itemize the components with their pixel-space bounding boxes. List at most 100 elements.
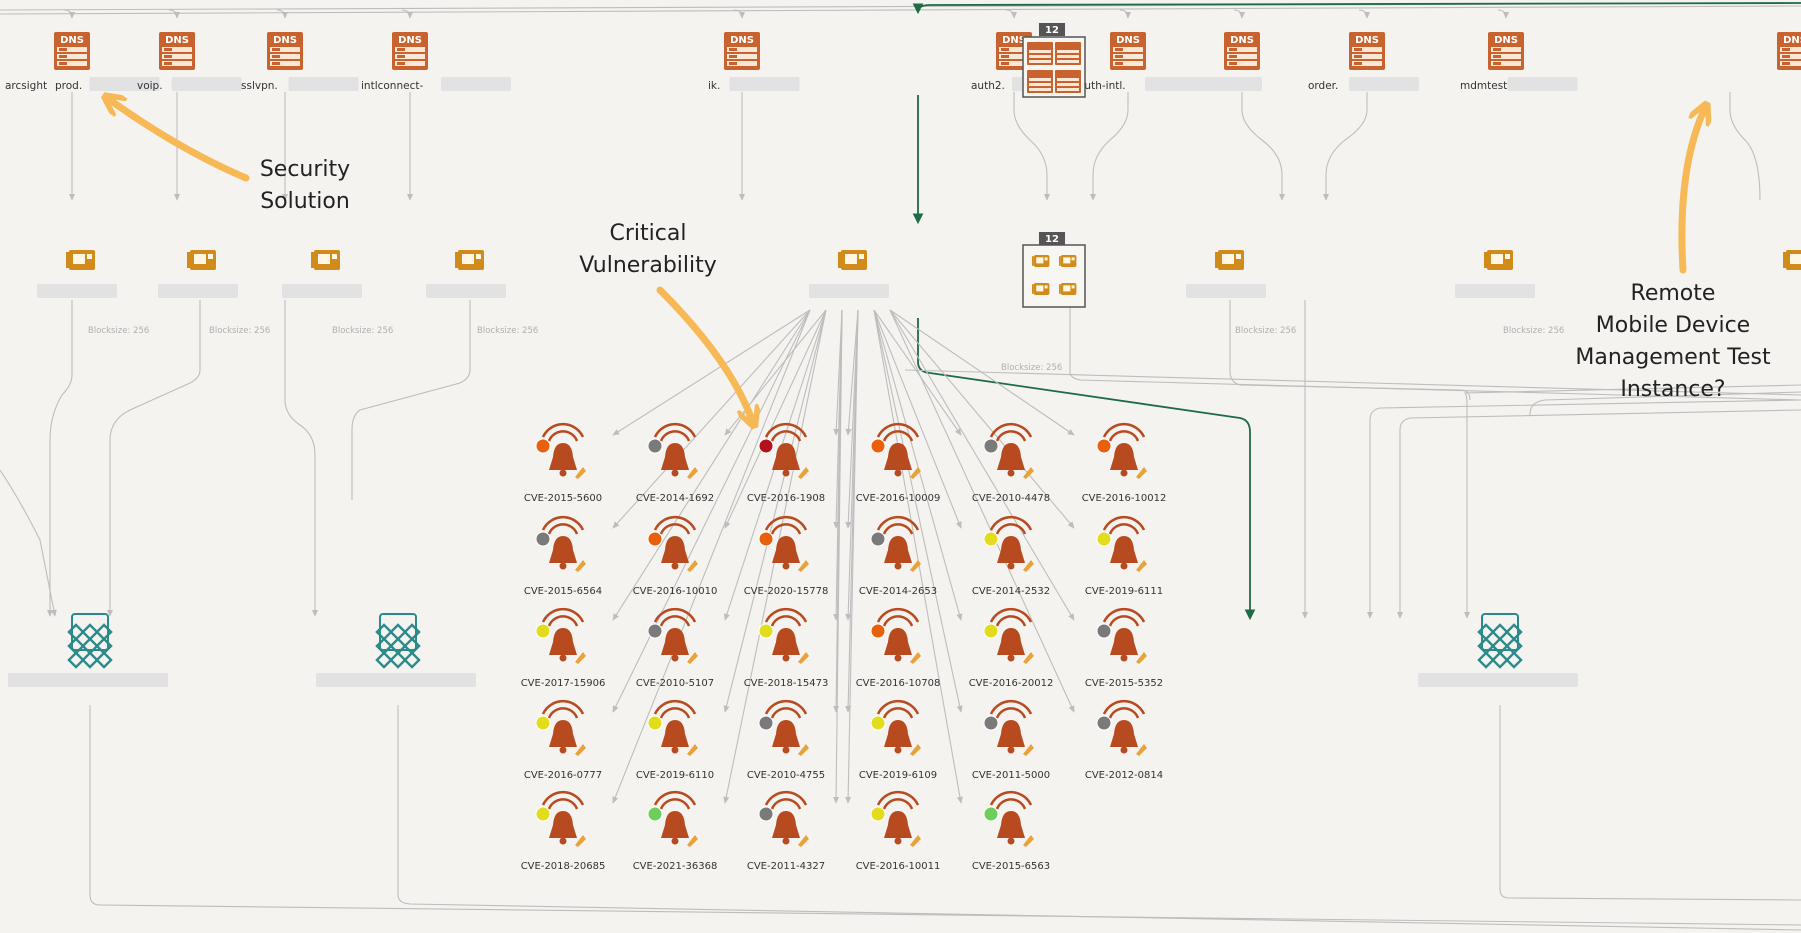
pin-icon xyxy=(798,560,809,572)
server-slot xyxy=(1057,78,1079,81)
vulnerability-node[interactable]: CVE-2016-10012 xyxy=(1082,422,1167,504)
dns-node[interactable]: DNS xyxy=(1192,32,1262,91)
severity-dot xyxy=(647,623,663,639)
nic-node[interactable] xyxy=(426,250,506,298)
annotation-arrow xyxy=(110,100,250,182)
signal-wave xyxy=(764,422,808,438)
signal-wave xyxy=(547,798,579,810)
vulnerability-node[interactable]: CVE-2015-5352 xyxy=(1085,607,1163,689)
pin-icon xyxy=(1023,652,1034,664)
dns-icon-text: DNS xyxy=(398,35,422,46)
vulnerability-node[interactable]: CVE-2010-5107 xyxy=(636,607,714,689)
cve-label: CVE-2010-4755 xyxy=(747,770,825,781)
vulnerability-node[interactable]: CVE-2021-36368 xyxy=(633,790,718,872)
bell-icon xyxy=(884,443,912,470)
vulnerability-node[interactable]: CVE-2017-15906 xyxy=(521,607,606,689)
bell-icon xyxy=(997,720,1025,747)
nic-network-edge xyxy=(904,369,1801,396)
bell-clapper xyxy=(1007,562,1015,570)
network-node[interactable] xyxy=(1418,613,1578,687)
vulnerability-node[interactable]: CVE-2010-4755 xyxy=(747,699,825,781)
network-node[interactable] xyxy=(316,613,476,687)
vulnerability-node[interactable]: CVE-2016-10708 xyxy=(856,607,941,689)
bell-icon xyxy=(884,720,912,747)
server-slot xyxy=(270,47,300,52)
vulnerability-node[interactable]: CVE-2019-6110 xyxy=(636,699,714,781)
dns-node[interactable]: DNS xyxy=(1777,32,1801,70)
vulnerability-node[interactable]: CVE-2015-6563 xyxy=(972,790,1050,872)
annotation-line: Solution xyxy=(260,189,350,214)
vulnerability-node[interactable]: CVE-2019-6109 xyxy=(859,699,937,781)
nic-node[interactable] xyxy=(809,250,889,298)
network-cell xyxy=(403,651,421,669)
server-slot xyxy=(57,61,87,66)
nic-node[interactable] xyxy=(282,250,362,298)
vulnerability-node[interactable]: CVE-2019-6111 xyxy=(1085,515,1163,597)
vulnerability-node[interactable]: CVE-2014-2653 xyxy=(859,515,937,597)
server-led xyxy=(164,55,172,58)
bus-drop-edge xyxy=(1233,9,1246,19)
dns-node-label: mdmtest xyxy=(1460,80,1507,92)
nic-node[interactable] xyxy=(1455,250,1535,298)
nic-node[interactable] xyxy=(158,250,238,298)
vulnerability-node[interactable]: CVE-2018-20685 xyxy=(521,790,606,872)
bell-clapper xyxy=(1120,469,1128,477)
nic-node[interactable] xyxy=(37,250,117,298)
network-cell xyxy=(1505,651,1523,669)
network-icon xyxy=(67,613,113,669)
signal-wave xyxy=(882,615,914,627)
vulnerability-node[interactable]: CVE-2012-0814 xyxy=(1085,699,1163,781)
server-slot xyxy=(162,61,192,66)
vulnerability-node[interactable]: CVE-2016-20012 xyxy=(969,607,1054,689)
vulnerability-node[interactable]: CVE-2016-10009 xyxy=(856,422,941,504)
network-node[interactable] xyxy=(8,613,168,687)
group-badge xyxy=(1039,23,1065,36)
dns-icon-text: DNS xyxy=(1116,35,1140,46)
vulnerability-node[interactable]: CVE-2015-6564 xyxy=(524,515,602,597)
vulnerability-node[interactable]: CVE-2018-15473 xyxy=(744,607,829,689)
server-slot xyxy=(1227,61,1257,66)
pin-icon xyxy=(1136,744,1147,756)
pin-icon xyxy=(1136,467,1147,479)
vulnerability-node[interactable]: CVE-2015-5600 xyxy=(524,422,602,504)
bus-drop-edge xyxy=(1497,9,1510,19)
nic-node[interactable] xyxy=(1186,250,1266,298)
vulnerability-node[interactable]: CVE-2016-10010 xyxy=(633,515,718,597)
signal-wave xyxy=(659,707,691,719)
network-cell xyxy=(1477,651,1495,669)
vulnerability-node[interactable]: CVE-2011-4327 xyxy=(747,790,825,872)
vulnerability-node[interactable]: CVE-2016-0777 xyxy=(524,699,602,781)
vulnerability-node[interactable]: CVE-2014-2532 xyxy=(972,515,1050,597)
dns-group-node[interactable]: 12 xyxy=(1022,23,1086,98)
top-bus-edge xyxy=(0,5,1801,15)
vulnerability-node[interactable]: CVE-2010-4478 xyxy=(972,422,1050,504)
signal-wave xyxy=(876,422,920,438)
server-slot xyxy=(162,47,192,52)
vulnerability-node[interactable]: CVE-2020-15778 xyxy=(744,515,829,597)
bell-icon xyxy=(1110,443,1138,470)
nic-port xyxy=(1790,254,1801,264)
server-slot xyxy=(162,54,192,59)
server-slot xyxy=(1029,60,1051,63)
nic-node[interactable] xyxy=(1783,250,1801,270)
server-slot xyxy=(395,61,425,66)
redacted-label xyxy=(37,284,117,298)
vulnerability-node[interactable]: CVE-2014-1692 xyxy=(636,422,714,504)
vulnerability-node[interactable]: CVE-2016-1908 xyxy=(747,422,825,504)
nic-group-node[interactable]: 12 xyxy=(1022,232,1086,308)
nic-bracket xyxy=(1484,252,1487,268)
vulnerability-node[interactable]: CVE-2016-10011 xyxy=(856,790,941,872)
pin-icon xyxy=(687,560,698,572)
network-cell xyxy=(81,651,99,669)
vulnerability-node[interactable]: CVE-2011-5000 xyxy=(972,699,1050,781)
